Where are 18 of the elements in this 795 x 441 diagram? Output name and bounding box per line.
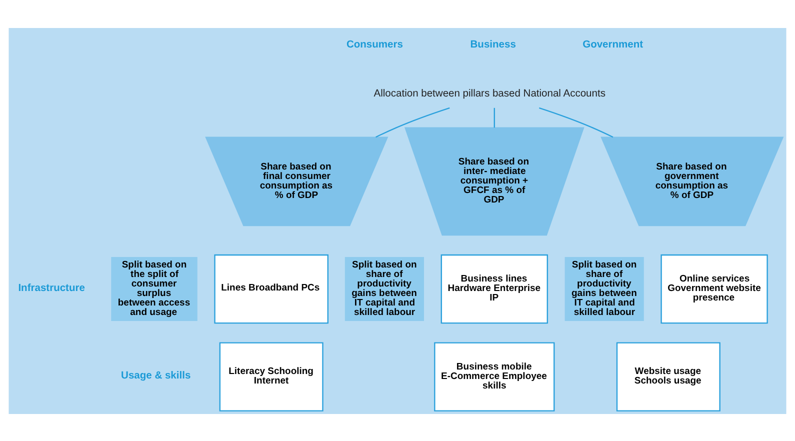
label: Consumers — [346, 38, 403, 50]
connector — [538, 106, 614, 138]
label: Infrastructure — [18, 282, 85, 294]
connector — [376, 106, 450, 138]
node-box: Split based on the split of consumer surplus between access and usage — [111, 256, 198, 321]
connector — [494, 107, 495, 128]
node-box: Split based on share of productivity gains between IT capital and skilled labour — [564, 256, 644, 321]
label: Government — [582, 38, 644, 50]
label: Business — [470, 38, 516, 50]
node-box: Website usage Schools usage — [616, 342, 720, 411]
node-box: Business mobile E-Commerce Employee skills — [434, 342, 555, 411]
node-box: Lines Broadband PCs — [214, 254, 328, 324]
node-box: Online services Government website presence — [660, 254, 768, 324]
node-text: Allocation between pillars based National Accounts — [374, 88, 606, 99]
node-box: Business lines Hardware Enterprise IP — [440, 254, 548, 324]
label: Usage & skills — [121, 370, 191, 382]
node-box: Literacy Schooling Internet — [219, 342, 324, 411]
node-box: Split based on share of productivity gains between IT capital and skilled labour — [344, 256, 424, 321]
